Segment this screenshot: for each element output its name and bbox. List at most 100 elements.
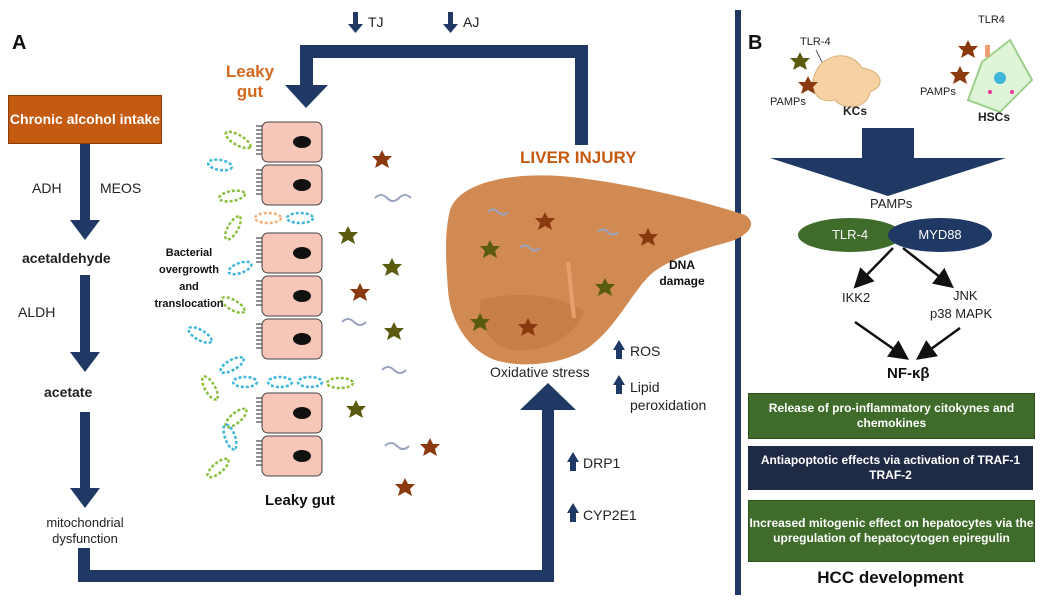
chronic-alcohol-box: Chronic alcohol intake (8, 95, 162, 144)
pamp-particle (338, 226, 358, 244)
gut-cell (261, 164, 323, 206)
mitogenic-box: Increased mitogenic effect on hepatocyte… (748, 500, 1035, 562)
pamp-particles (338, 150, 440, 496)
signal-arrows (853, 247, 961, 360)
bacterium (217, 189, 247, 203)
myd88-node (888, 218, 992, 252)
pamp-particle (950, 66, 970, 84)
acetaldehyde-label: acetaldehyde (22, 250, 111, 266)
pamps-hsc-label: PAMPs (920, 86, 956, 98)
gut-cell (261, 232, 323, 274)
pamps-center-label: PAMPs (870, 196, 913, 211)
liver-injury-title: LIVER INJURY (520, 148, 637, 167)
gut-cell (261, 318, 323, 360)
ikk2-label: IKK2 (842, 290, 871, 305)
tj-label: TJ (368, 14, 384, 30)
liver-to-gut-path (285, 45, 588, 145)
jnk-label: JNK (953, 288, 978, 303)
drp1-label: DRP1 (583, 455, 621, 471)
pamp-particle (535, 212, 555, 230)
kupffer-cell (790, 49, 881, 108)
bacterium (227, 260, 253, 276)
cytokine-release-box: Release of pro-inflammatory citokynes an… (748, 393, 1035, 439)
tlr4-hsc-label: TLR4 (978, 14, 1005, 26)
up-arrows (567, 340, 625, 522)
bacterium (224, 130, 252, 150)
tlr4-node-label: TLR-4 (831, 227, 869, 242)
aldh-label: ALDH (18, 304, 56, 320)
liver-illustration (446, 175, 752, 365)
bacterium (296, 375, 324, 389)
gut-cell (261, 275, 323, 317)
hscs-label: HSCs (978, 110, 1011, 124)
bacterium (220, 295, 246, 315)
pamp-particle (638, 228, 658, 246)
leaky-gut-label: Leaky gut (265, 492, 336, 509)
antiapoptotic-label: Antiapoptotic effects via activation of … (760, 453, 1021, 482)
hcc-development-label: HCC development (817, 568, 964, 587)
oxidative-stress-label: Oxidative stress (490, 364, 590, 380)
tlr4-kc-label: TLR-4 (800, 36, 831, 48)
pamp-particle (350, 283, 370, 301)
tlr4-node (798, 218, 902, 252)
mito-label: mitochondrial dysfunction (46, 515, 124, 546)
ros-label: ROS (630, 343, 661, 359)
pamps-kc-label: PAMPs (770, 96, 806, 108)
gut-epithelium (256, 121, 323, 477)
panel-a-letter: A (12, 32, 27, 54)
dna-damage-label: DNA damage (659, 258, 705, 288)
mitogenic-label: Increased mitogenic effect on hepatocyte… (749, 516, 1034, 545)
bacterium (231, 375, 259, 389)
hepatic-stellate-cell (950, 38, 1034, 114)
adh-label: ADH (32, 180, 62, 196)
nfkb-label: NF-κβ (887, 365, 930, 382)
bacterium (219, 355, 245, 375)
panel-b-letter: B (748, 32, 763, 54)
bacterial-label: Bacterial overgrowth and translocation (154, 247, 224, 310)
antiapoptotic-box: Antiapoptotic effects via activation of … (748, 446, 1033, 490)
kcs-label: KCs (843, 104, 868, 118)
bacterium (266, 375, 294, 389)
pamp-particle (395, 478, 415, 496)
mito-to-liver-path (78, 383, 576, 582)
pamp-particle (518, 318, 538, 336)
cyp2e1-label: CYP2E1 (583, 507, 637, 523)
pamp-particle (595, 278, 615, 296)
bacterium (206, 158, 234, 172)
bacteria-group (187, 130, 355, 479)
pamp-particle (382, 258, 402, 276)
meos-label: MEOS (100, 180, 142, 196)
pamp-particle (346, 400, 366, 418)
pamp-particle (372, 150, 392, 168)
gut-cell (261, 435, 323, 477)
gut-cell (261, 121, 323, 163)
tj-aj-arrows (348, 12, 458, 33)
pamp-particle (420, 438, 440, 456)
bacterium (253, 211, 283, 225)
myd88-node-label: MYD88 (918, 227, 962, 242)
big-down-arrow (770, 128, 1006, 196)
lipid-peroxidation-label: Lipid peroxidation (630, 379, 707, 413)
pamp-particle (790, 52, 810, 70)
chronic-alcohol-label: Chronic alcohol intake (9, 111, 161, 127)
acetate-label: acetate (44, 384, 93, 400)
bacterium (200, 375, 220, 401)
bacterium (224, 407, 248, 429)
bacterium (223, 215, 243, 241)
bacterium (222, 423, 238, 451)
pamp-particle (480, 240, 500, 258)
bacterium (206, 457, 230, 479)
leaky-gut-title: Leaky gut (225, 62, 275, 101)
p38-label: p38 MAPK (930, 306, 993, 321)
bacterium (187, 325, 213, 345)
pamp-particle (958, 40, 978, 58)
metabolism-arrows (70, 142, 100, 508)
cytokine-release-label: Release of pro-inflammatory citokynes an… (768, 401, 1015, 430)
pamp-particle (470, 313, 490, 331)
bacterium (325, 376, 355, 390)
pamp-particle (384, 322, 404, 340)
dna-fragments (341, 194, 412, 450)
pamp-particle (798, 76, 818, 94)
